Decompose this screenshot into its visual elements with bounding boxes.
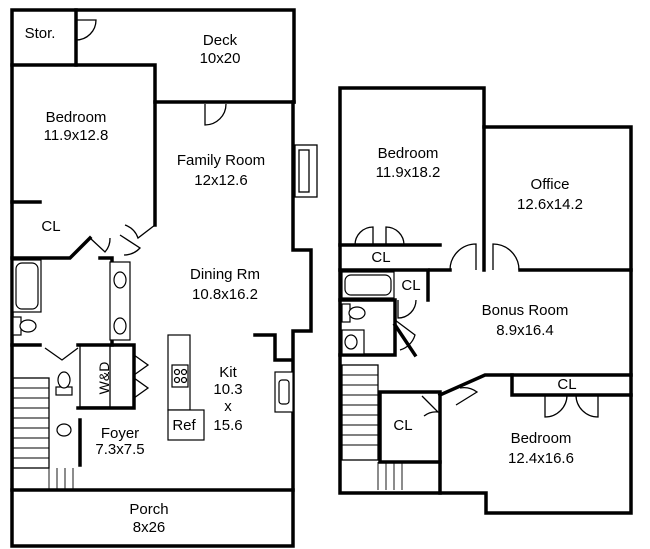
refrigerator-label: Ref xyxy=(172,417,196,434)
laundry-label: W&D xyxy=(96,362,112,395)
closet-wall-3 xyxy=(510,373,633,397)
office-door xyxy=(449,243,477,271)
upstairs-stairs xyxy=(341,364,403,490)
closet-2-door xyxy=(397,299,417,319)
deck-label: Deck xyxy=(203,32,238,49)
range xyxy=(171,364,189,388)
closet-1-label: CL xyxy=(371,249,390,266)
half-bath-door xyxy=(44,347,79,361)
sink-1 xyxy=(113,271,127,289)
first-floor-exterior-wall xyxy=(10,8,313,492)
first-floor: Stor. Deck 10x20 Bedroom 11.9x12.8 Famil… xyxy=(10,8,318,548)
bathtub-inner xyxy=(15,262,39,310)
upstairs-tub-inner xyxy=(344,274,392,296)
kitchen-dim-1: 10.3 xyxy=(213,381,242,398)
burner-3 xyxy=(173,376,181,384)
upstairs-sink xyxy=(344,334,358,350)
office-size: 12.6x14.2 xyxy=(517,196,583,213)
storage-label: Stor. xyxy=(25,25,56,42)
bedroom1-door xyxy=(492,243,520,271)
storage-door xyxy=(75,19,97,41)
bonus-room-size: 8.9x16.4 xyxy=(496,322,554,339)
fireplace xyxy=(294,144,318,198)
bedroom-size: 11.9x12.8 xyxy=(44,127,109,144)
burner-4 xyxy=(180,376,188,384)
upstairs-toilet xyxy=(348,306,366,320)
bedroom-door-2 xyxy=(119,234,142,256)
kitchen-sink xyxy=(278,379,290,405)
closet-4-door xyxy=(421,395,440,417)
laundry-door-1 xyxy=(133,354,150,376)
laundry-door-2 xyxy=(133,377,150,399)
foyer-size: 7.3x7.5 xyxy=(95,441,144,458)
bedroom-office-south-wall xyxy=(338,243,633,272)
dining-label: Dining Rm xyxy=(190,266,260,283)
bedroom1-closet-doors xyxy=(354,226,405,246)
bonus-room-label: Bonus Room xyxy=(482,302,569,319)
bedroom2-door xyxy=(455,387,479,406)
laundry-room xyxy=(79,344,111,408)
refrigerator-box xyxy=(167,409,205,441)
office-label: Office xyxy=(531,176,570,193)
bedroom-door xyxy=(124,224,156,240)
bedroom-2-size: 12.4x16.6 xyxy=(508,450,574,467)
fireplace-hearth xyxy=(298,149,310,193)
foyer-label: Foyer xyxy=(101,425,139,442)
toilet-bowl xyxy=(19,319,37,333)
porch-wall xyxy=(10,488,295,548)
closet-4-label: CL xyxy=(393,417,412,434)
hall-wall xyxy=(392,322,418,358)
burner-2 xyxy=(180,368,188,376)
deck-size: 10x20 xyxy=(200,50,241,67)
second-floor: Bedroom 11.9x18.2 Office 12.6x14.2 CL CL… xyxy=(338,86,633,515)
kitchen-dim-2: 15.6 xyxy=(213,417,242,434)
bedroom-1-size: 11.9x18.2 xyxy=(376,164,441,181)
stair-closet-wall xyxy=(378,390,442,464)
family-room-label: Family Room xyxy=(177,152,265,169)
closet-wall xyxy=(10,200,93,260)
deck-wall xyxy=(74,63,296,104)
porch-size: 8x26 xyxy=(133,519,166,536)
bedroom2-wall xyxy=(437,373,633,398)
closet-door xyxy=(89,237,111,253)
porch-label: Porch xyxy=(129,501,168,518)
half-bath-sink xyxy=(56,423,72,437)
bedroom-1-label: Bedroom xyxy=(378,145,439,162)
second-floor-exterior-wall xyxy=(338,86,633,515)
half-bath-toilet xyxy=(57,371,71,389)
deck-door xyxy=(204,103,227,126)
bedroom-label: Bedroom xyxy=(46,109,107,126)
family-room-size: 12x12.6 xyxy=(194,172,247,189)
stairs xyxy=(12,377,74,490)
closet-3-label: CL xyxy=(557,376,576,393)
kitchen-by: x xyxy=(224,398,232,415)
bedroom-2-label: Bedroom xyxy=(511,430,572,447)
sink-2 xyxy=(113,317,127,335)
closet-2-label: CL xyxy=(401,277,420,294)
closet-wall-1 xyxy=(338,268,430,302)
bath-door xyxy=(394,319,416,351)
closet-label: CL xyxy=(41,218,60,235)
dining-size: 10.8x16.2 xyxy=(192,286,258,303)
kitchen-label: Kit xyxy=(219,364,237,381)
kitchen-wall xyxy=(253,333,292,362)
bedroom2-closet-doors xyxy=(544,394,599,418)
burner-1 xyxy=(173,368,181,376)
